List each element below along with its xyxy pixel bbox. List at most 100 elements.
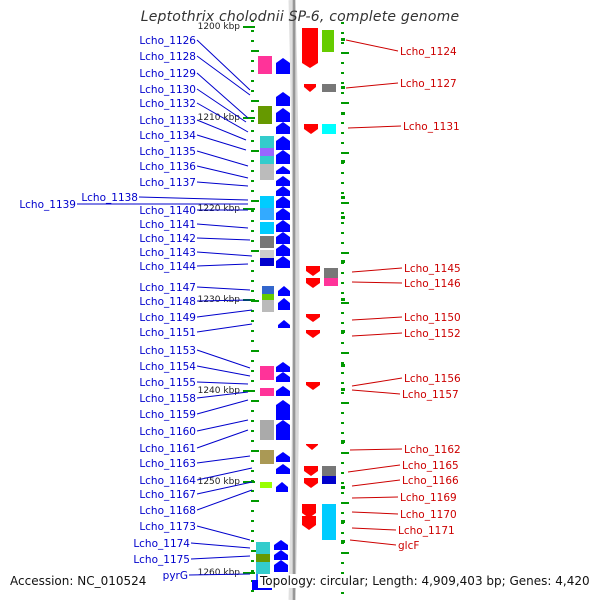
feature-box — [260, 148, 274, 156]
tick-mark — [341, 330, 345, 333]
gene-label-left: Lcho_1139 — [19, 199, 76, 211]
tick-mark — [341, 72, 344, 74]
feature-box — [260, 388, 274, 396]
tick-mark — [251, 500, 259, 502]
gene-label-left: Lcho_1174 — [133, 538, 190, 550]
tick-mark — [251, 460, 254, 462]
tick-mark — [341, 102, 349, 104]
forward-gene-arrow — [276, 420, 290, 440]
feature-box — [260, 366, 274, 380]
tick-mark — [341, 440, 345, 443]
feature-box — [322, 476, 336, 484]
tick-mark — [251, 70, 254, 72]
leader-line — [345, 39, 399, 52]
forward-gene-arrow — [274, 550, 288, 560]
leader-line — [345, 82, 399, 89]
forward-gene-arrow — [276, 362, 290, 372]
leader-line — [351, 267, 403, 273]
leader-line — [351, 281, 403, 284]
tick-mark — [341, 202, 349, 204]
forward-gene-arrow — [278, 298, 290, 310]
leader-line — [196, 525, 251, 541]
tick-mark — [251, 430, 254, 432]
tick-mark — [251, 510, 254, 512]
tick-mark — [341, 462, 344, 464]
leader-line — [190, 555, 251, 560]
tick-mark — [251, 120, 254, 122]
tick-mark — [341, 242, 344, 244]
forward-gene-arrow — [276, 464, 290, 474]
tick-mark — [341, 388, 345, 391]
feature-box — [324, 268, 338, 278]
tick-mark — [251, 450, 259, 452]
leader-line — [196, 119, 247, 141]
tick-mark — [341, 62, 344, 64]
tick-mark — [341, 432, 344, 434]
tick-mark — [341, 472, 344, 474]
tick-mark — [341, 196, 345, 199]
leader-line — [188, 573, 251, 576]
tick-mark — [251, 180, 254, 182]
gene-label-left: Lcho_1159 — [139, 409, 196, 421]
feature-box — [260, 236, 274, 248]
reverse-gene-arrow — [306, 278, 320, 288]
tick-mark — [251, 440, 254, 442]
tick-mark — [341, 482, 344, 484]
tick-mark — [251, 210, 254, 212]
tick-mark — [341, 112, 345, 115]
tick-mark — [251, 540, 254, 542]
tick-mark — [251, 30, 254, 32]
leader-line — [351, 332, 403, 337]
feature-box — [256, 562, 270, 574]
tick-mark — [251, 80, 254, 82]
tick-mark — [251, 110, 254, 112]
tick-mark — [251, 590, 254, 592]
feature-box — [260, 420, 274, 440]
gene-label-right: Lcho_1124 — [400, 46, 457, 58]
feature-box — [260, 136, 274, 148]
feature-box — [322, 30, 334, 52]
tick-mark — [251, 370, 254, 372]
gene-label-left: Lcho_1160 — [139, 426, 196, 438]
tick-mark — [341, 292, 344, 294]
tick-mark — [341, 402, 349, 404]
tick-mark — [341, 216, 345, 219]
genome-backbone — [288, 0, 300, 600]
topology-text: Topology: circular; Length: 4,909,403 bp… — [258, 574, 592, 588]
tick-mark — [341, 382, 344, 384]
tick-mark — [341, 82, 344, 84]
feature-box — [260, 196, 274, 208]
gene-label-left: Lcho_1130 — [139, 84, 196, 96]
forward-gene-arrow — [276, 452, 290, 462]
forward-gene-arrow — [276, 482, 288, 492]
scale-label: 1250 kbp — [198, 477, 241, 487]
gene-label-right: Lcho_1169 — [400, 492, 457, 504]
tick-mark — [341, 422, 344, 424]
reverse-gene-arrow — [306, 330, 320, 338]
gene-label-right: Lcho_1165 — [402, 460, 459, 472]
tick-mark — [341, 172, 344, 174]
gene-label-left: pyrG — [163, 570, 188, 582]
leader-line — [351, 496, 399, 499]
tick-mark — [341, 352, 349, 354]
leader-line — [196, 323, 253, 333]
tick-mark — [251, 250, 259, 252]
tick-mark — [251, 20, 254, 22]
tick-mark — [251, 520, 254, 522]
reverse-gene-arrow — [302, 504, 316, 518]
tick-mark — [341, 152, 349, 154]
tick-mark — [341, 22, 344, 24]
tick-mark — [341, 32, 344, 34]
gene-label-left: Lcho_1126 — [139, 35, 196, 47]
tick-mark — [251, 360, 254, 362]
leader-line — [196, 251, 253, 257]
tick-mark — [341, 232, 344, 234]
gene-label-right: Lcho_1156 — [404, 373, 461, 385]
gene-label-right: Lcho_1131 — [403, 121, 460, 133]
forward-gene-arrow — [276, 58, 290, 74]
gene-label-left: Lcho_1143 — [139, 247, 196, 259]
tick-mark — [341, 552, 349, 554]
leader-line — [351, 377, 403, 387]
leader-line — [196, 419, 249, 432]
